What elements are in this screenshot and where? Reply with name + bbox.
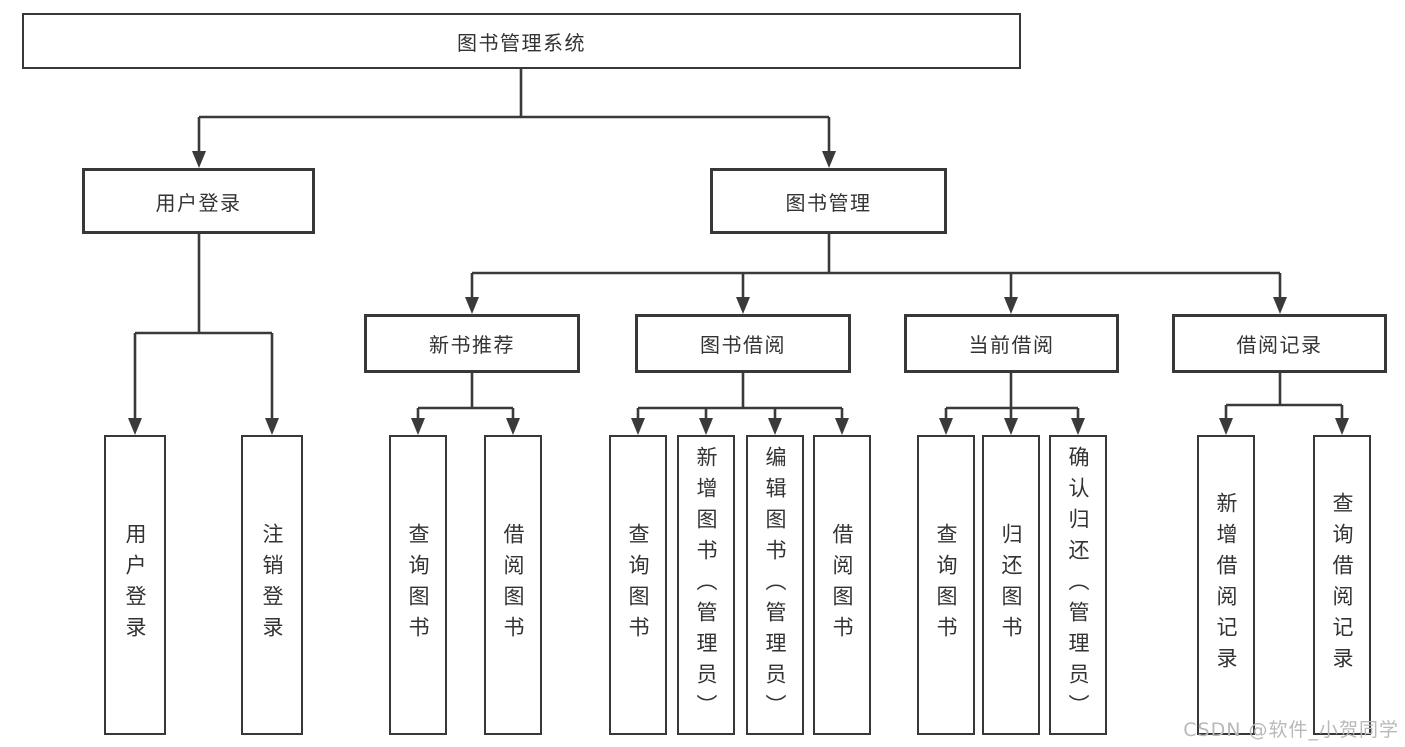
leaf-borrow-books-recommend: 借阅图书 — [484, 435, 542, 735]
leaf-add-borrow-record: 新增借阅记录 — [1197, 435, 1255, 735]
node-current-borrowing: 当前借阅 — [904, 314, 1119, 373]
node-book-borrowing: 图书借阅 — [635, 314, 851, 373]
leaf-borrow-books: 借阅图书 — [813, 435, 871, 735]
node-new-book-recommendation: 新书推荐 — [364, 314, 580, 373]
leaf-add-books-admin: 新增图书（管理员） — [677, 435, 735, 735]
leaf-edit-books-admin: 编辑图书（管理员） — [746, 435, 804, 735]
leaf-return-books: 归还图书 — [982, 435, 1040, 735]
node-library-management-system: 图书管理系统 — [22, 13, 1021, 69]
leaf-search-books-borrowing: 查询图书 — [609, 435, 667, 735]
node-user-login: 用户登录 — [82, 168, 315, 234]
leaf-user-login: 用户登录 — [104, 435, 166, 735]
watermark: CSDN @软件_小贺同学 — [1183, 719, 1399, 741]
leaf-search-books-recommend: 查询图书 — [389, 435, 447, 735]
leaf-search-books-current: 查询图书 — [917, 435, 975, 735]
leaf-search-borrow-record: 查询借阅记录 — [1313, 435, 1371, 735]
node-borrowing-records: 借阅记录 — [1172, 314, 1387, 373]
leaf-confirm-return-admin: 确认归还（管理员） — [1049, 435, 1107, 735]
leaf-logout: 注销登录 — [241, 435, 303, 735]
node-book-management: 图书管理 — [710, 168, 947, 234]
connector-lines — [133, 69, 1344, 419]
